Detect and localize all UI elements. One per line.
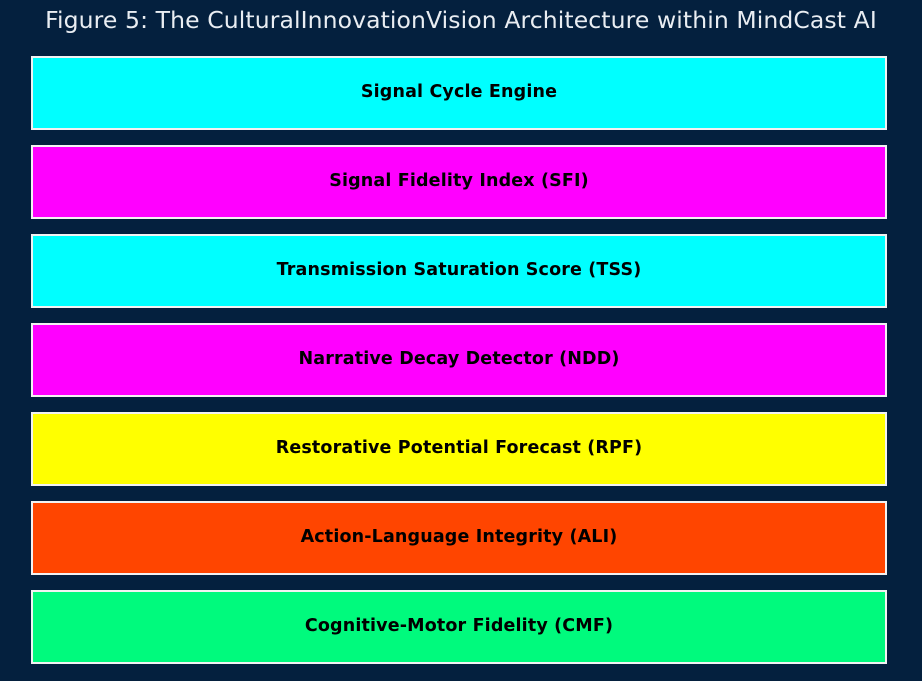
layer-box-signal-fidelity-index[interactable]: Signal Fidelity Index (SFI) xyxy=(31,145,887,219)
figure-title: Figure 5: The CulturalInnovationVision A… xyxy=(45,6,877,34)
layer-label: Transmission Saturation Score (TSS) xyxy=(276,260,642,281)
layer-label: Restorative Potential Forecast (RPF) xyxy=(275,438,643,459)
layer-box-narrative-decay-detector[interactable]: Narrative Decay Detector (NDD) xyxy=(31,323,887,397)
layer-label: Cognitive-Motor Fidelity (CMF) xyxy=(304,616,614,637)
layer-box-restorative-potential-forecast[interactable]: Restorative Potential Forecast (RPF) xyxy=(31,412,887,486)
layer-label: Signal Fidelity Index (SFI) xyxy=(329,171,589,192)
layer-label: Signal Cycle Engine xyxy=(360,82,558,103)
layer-label: Action-Language Integrity (ALI) xyxy=(300,527,618,548)
layer-box-transmission-saturation-score[interactable]: Transmission Saturation Score (TSS) xyxy=(31,234,887,308)
architecture-layer-stack: Signal Cycle Engine Signal Fidelity Inde… xyxy=(31,55,887,664)
layer-label: Narrative Decay Detector (NDD) xyxy=(298,349,620,370)
layer-box-action-language-integrity[interactable]: Action-Language Integrity (ALI) xyxy=(31,501,887,575)
layer-box-signal-cycle-engine[interactable]: Signal Cycle Engine xyxy=(31,56,887,130)
layer-box-cognitive-motor-fidelity[interactable]: Cognitive-Motor Fidelity (CMF) xyxy=(31,590,887,664)
